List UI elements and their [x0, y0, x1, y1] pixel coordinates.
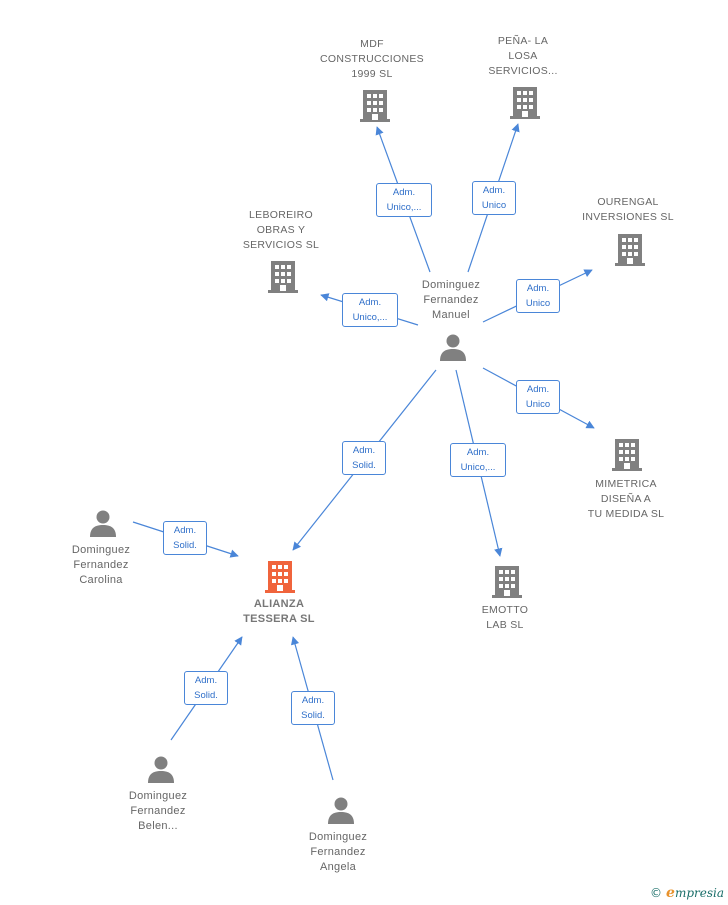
label-line: Belen... — [138, 820, 178, 832]
role-line: Adm. — [194, 675, 218, 686]
main-company-building-icon[interactable] — [265, 559, 295, 593]
label-line: Fernandez — [423, 294, 479, 306]
company-label-mimetrica[interactable]: MIMETRICA DISEÑA A TU MEDIDA SL — [561, 477, 691, 522]
role-line: Adm. — [526, 283, 550, 294]
label-line: MIMETRICA — [595, 478, 657, 490]
label-line: Manuel — [432, 309, 470, 321]
label-line: TU MEDIDA SL — [587, 508, 665, 520]
label-line: Dominguez — [421, 279, 481, 291]
company-label-ourengal[interactable]: OURENGAL INVERSIONES SL — [563, 195, 693, 225]
role-line: Unico — [481, 200, 507, 211]
label-line: INVERSIONES SL — [582, 211, 674, 223]
role-line: Unico,... — [386, 202, 422, 213]
role-line: Adm. — [173, 525, 197, 536]
label-line: Dominguez — [71, 544, 131, 556]
label-line: LAB SL — [486, 619, 524, 631]
label-line: MDF — [360, 38, 384, 50]
role-badge-emotto[interactable]: Adm. Unico,... — [450, 443, 506, 477]
role-badge-mdf[interactable]: Adm. Unico,... — [376, 183, 432, 217]
person-label-belen[interactable]: Dominguez Fernandez Belen... — [93, 789, 223, 834]
building-icon[interactable] — [492, 564, 522, 598]
label-line: Dominguez — [128, 790, 188, 802]
person-label-angela[interactable]: Dominguez Fernandez Angela — [273, 830, 403, 875]
role-badge-mimetrica[interactable]: Adm. Unico — [516, 380, 560, 414]
copyright-icon: © — [650, 886, 663, 900]
building-icon[interactable] — [510, 85, 540, 119]
label-line: LOSA — [508, 50, 538, 62]
role-line: Unico,... — [460, 462, 496, 473]
label-line: TESSERA SL — [243, 613, 315, 625]
label-line: SERVICIOS SL — [242, 239, 320, 251]
role-badge-leboreiro[interactable]: Adm. Unico,... — [342, 293, 398, 327]
brand-logo-letter: e — [666, 885, 675, 901]
company-label-leboreiro[interactable]: LEBOREIRO OBRAS Y SERVICIOS SL — [216, 208, 346, 253]
label-line: ALIANZA — [253, 598, 305, 610]
company-label-emotto[interactable]: EMOTTO LAB SL — [440, 603, 570, 633]
person-icon[interactable] — [327, 796, 355, 824]
company-label-mdf[interactable]: MDF CONSTRUCCIONES 1999 SL — [307, 37, 437, 82]
person-label-carolina[interactable]: Dominguez Fernandez Carolina — [36, 543, 166, 588]
label-line: Dominguez — [308, 831, 368, 843]
label-line: SERVICIOS... — [488, 65, 558, 77]
role-badge-ourengal[interactable]: Adm. Unico — [516, 279, 560, 313]
label-line: EMOTTO — [481, 604, 529, 616]
label-line: DISEÑA A — [600, 493, 652, 505]
role-line: Unico — [525, 399, 551, 410]
role-badge-belen[interactable]: Adm. Solid. — [184, 671, 228, 705]
person-icon[interactable] — [147, 755, 175, 783]
role-line: Unico — [525, 298, 551, 309]
role-line: Adm. — [358, 297, 382, 308]
label-line: Carolina — [79, 574, 123, 586]
person-icon[interactable] — [89, 509, 117, 537]
label-line: Fernandez — [73, 559, 129, 571]
role-line: Solid. — [194, 690, 218, 701]
label-line: Angela — [319, 861, 357, 873]
label-line: LEBOREIRO — [249, 209, 313, 221]
person-icon[interactable] — [439, 333, 467, 361]
brand-footer[interactable]: ©empresia — [650, 885, 724, 901]
label-line: OURENGAL — [597, 196, 659, 208]
role-badge-alianza-manuel[interactable]: Adm. Solid. — [342, 441, 386, 475]
role-badge-angela[interactable]: Adm. Solid. — [291, 691, 335, 725]
building-icon[interactable] — [360, 88, 390, 122]
brand-name: mpresia — [674, 886, 724, 900]
role-line: Adm. — [352, 445, 376, 456]
role-line: Solid. — [301, 710, 325, 721]
person-label-manuel[interactable]: Dominguez Fernandez Manuel — [386, 278, 516, 323]
role-badge-pena[interactable]: Adm. Unico — [472, 181, 516, 215]
role-badge-carolina[interactable]: Adm. Solid. — [163, 521, 207, 555]
role-line: Adm. — [482, 185, 506, 196]
company-label-pena[interactable]: PEÑA- LA LOSA SERVICIOS... — [458, 34, 588, 79]
building-icon[interactable] — [268, 259, 298, 293]
label-line: PEÑA- LA — [497, 35, 549, 47]
label-line: Fernandez — [130, 805, 186, 817]
role-line: Solid. — [173, 540, 197, 551]
building-icon[interactable] — [615, 232, 645, 266]
role-line: Adm. — [526, 384, 550, 395]
label-line: CONSTRUCCIONES — [320, 53, 424, 65]
role-line: Adm. — [466, 447, 490, 458]
label-line: 1999 SL — [351, 68, 393, 80]
label-line: Fernandez — [310, 846, 366, 858]
role-line: Unico,... — [352, 312, 388, 323]
company-label-alianza[interactable]: ALIANZA TESSERA SL — [214, 597, 344, 627]
role-line: Adm. — [392, 187, 416, 198]
role-line: Solid. — [352, 460, 376, 471]
label-line: OBRAS Y — [256, 224, 306, 236]
building-icon[interactable] — [612, 437, 642, 471]
role-line: Adm. — [301, 695, 325, 706]
